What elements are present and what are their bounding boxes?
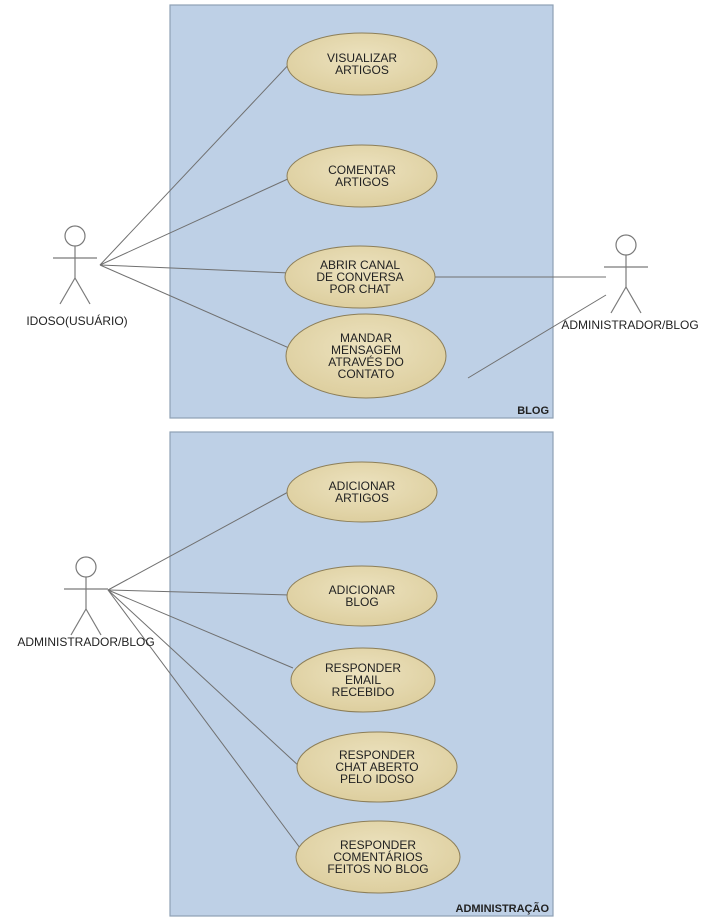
- use-case-label: ARTIGOS: [335, 175, 389, 189]
- system-boundary-label: BLOG: [517, 405, 549, 417]
- association-line: [99, 177, 291, 266]
- association-line: [99, 264, 291, 274]
- use-case-ellipse: [285, 313, 447, 399]
- use-case-label: EMAIL: [345, 673, 381, 687]
- use-case-ellipse: [286, 32, 438, 96]
- use-case-ellipse: [290, 647, 436, 713]
- association-line: [107, 589, 294, 669]
- actor-label: ADMINISTRADOR/BLOG: [17, 635, 154, 649]
- association-line: [99, 264, 306, 356]
- association-line: [107, 490, 291, 591]
- association-line: [467, 294, 607, 379]
- use-case-label: MANDAR: [340, 331, 392, 345]
- use-case-label: POR CHAT: [329, 282, 391, 296]
- actors: IDOSO(USUÁRIO) ADMINISTRADOR/BLOG ADMINIST…: [17, 225, 699, 649]
- association-line: [107, 589, 291, 596]
- association-line: [99, 59, 294, 266]
- associations: [99, 59, 607, 853]
- use-case-label: BLOG: [345, 595, 378, 609]
- use-case-label: COMENTÁRIOS: [333, 849, 422, 864]
- use-case-label: PELO IDOSO: [340, 772, 414, 786]
- use-case-label: RESPONDER: [339, 748, 415, 762]
- use-case-label: ADICIONAR: [329, 479, 396, 493]
- use-case-label: ATRAVÉS DO: [328, 354, 404, 369]
- stick-figure-icon: [53, 225, 97, 305]
- use-case-label: ADICIONAR: [329, 583, 396, 597]
- use-case-label: ABRIR CANAL: [320, 258, 400, 272]
- actor: IDOSO(USUÁRIO): [26, 225, 128, 328]
- use-case-label: RESPONDER: [325, 661, 401, 675]
- use-case-label: ARTIGOS: [335, 491, 389, 505]
- use-case-label: FEITOS NO BLOG: [327, 862, 428, 876]
- system-boundary-label: ADMINISTRAÇÃO: [456, 902, 550, 915]
- use-case-ellipse: [286, 565, 438, 627]
- use-case-ellipse: [286, 144, 438, 208]
- use-case-ellipse: [296, 731, 458, 803]
- use-case-label: COMENTAR: [328, 163, 396, 177]
- stick-figure-icon: [64, 556, 108, 636]
- actor: ADMINISTRADOR/BLOG: [561, 234, 699, 332]
- use-case-ellipse: [295, 820, 461, 894]
- use-case-label: RECEBIDO: [332, 685, 395, 699]
- use-case-label: DE CONVERSA: [316, 270, 403, 284]
- association-line: [107, 589, 301, 768]
- stick-figure-icon: [604, 234, 648, 314]
- use-case-label: ARTIGOS: [335, 63, 389, 77]
- actor-label: ADMINISTRADOR/BLOG: [561, 318, 698, 332]
- use-case-label: CONTATO: [338, 367, 395, 381]
- use-case-ellipse: [284, 245, 436, 309]
- actor: ADMINISTRADOR/BLOG: [17, 556, 155, 649]
- association-line: [107, 589, 304, 853]
- actor-label: IDOSO(USUÁRIO): [26, 313, 127, 328]
- use-case-label: CHAT ABERTO: [335, 760, 418, 774]
- use-case-label: MENSAGEM: [331, 343, 401, 357]
- use-case-label: RESPONDER: [340, 838, 416, 852]
- use-case-label: VISUALIZAR: [327, 51, 397, 65]
- use-case-ellipse: [286, 461, 438, 523]
